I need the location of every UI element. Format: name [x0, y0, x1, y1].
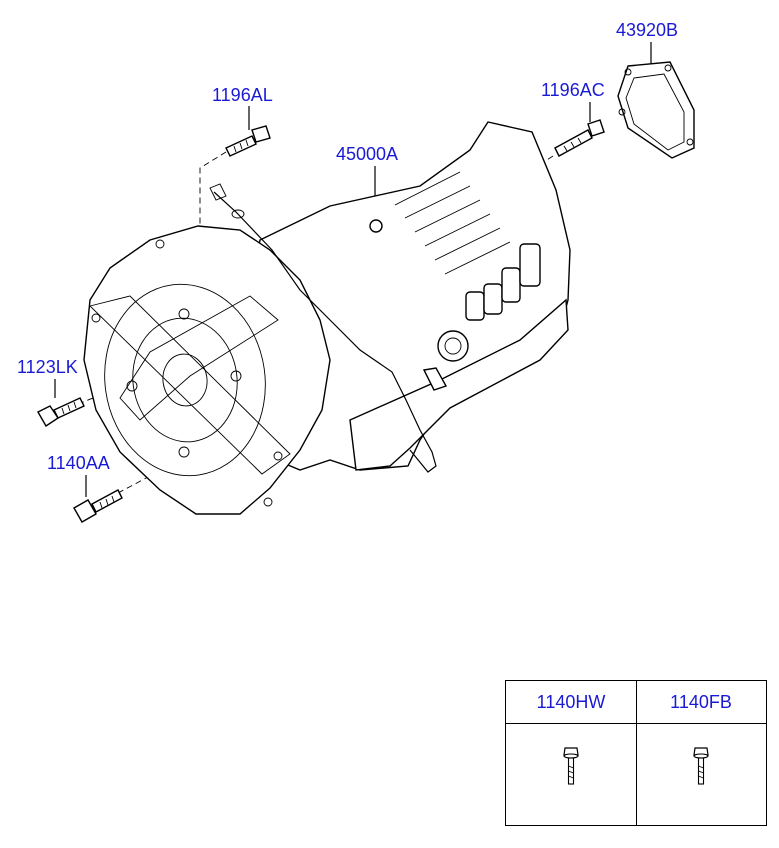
- bolt-1140aa[interactable]: [73, 489, 123, 523]
- callout-1123lk[interactable]: 1123LK: [17, 357, 78, 377]
- callout-1140aa[interactable]: 1140AA: [47, 453, 110, 473]
- bolt-1196ac[interactable]: [554, 119, 605, 157]
- callout-1196ac[interactable]: 1196AC: [541, 80, 605, 100]
- table-header-1140fb[interactable]: 1140FB: [670, 691, 732, 712]
- callout-1196al[interactable]: 1196AL: [212, 85, 273, 105]
- callout-43920b[interactable]: 43920B: [616, 20, 678, 40]
- leader-lines: [54, 42, 652, 497]
- bolt-1140fb-icon: [693, 747, 709, 785]
- bolt-1196al[interactable]: [225, 125, 271, 157]
- fastener-table: 1140HW 1140FB: [505, 680, 767, 826]
- table-divider-vertical: [636, 681, 637, 825]
- gasket-43920b[interactable]: [617, 61, 695, 159]
- table-cell-1140hw: [506, 724, 636, 825]
- bolt-1140hw-icon: [563, 747, 579, 785]
- bolt-1123lk[interactable]: [37, 397, 85, 427]
- table-header-1140hw[interactable]: 1140HW: [536, 691, 606, 712]
- table-cell-1140fb: [636, 724, 766, 825]
- callout-45000a[interactable]: 45000A: [336, 144, 398, 164]
- transmission-45000a[interactable]: [83, 121, 571, 515]
